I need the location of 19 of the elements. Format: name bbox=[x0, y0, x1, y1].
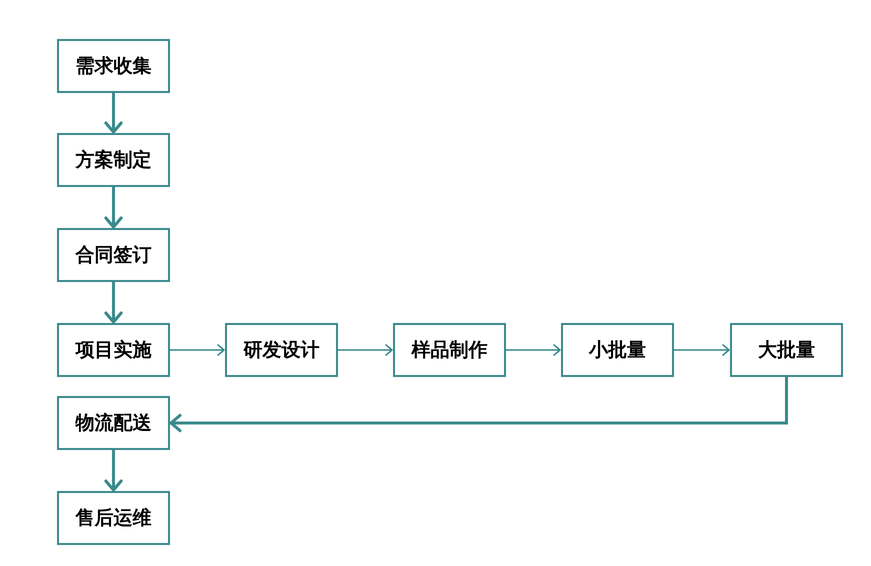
process-box: 售后运维 bbox=[57, 491, 170, 545]
arrow bbox=[104, 282, 123, 324]
process-box: 小批量 bbox=[561, 323, 674, 377]
process-box: 合同签订 bbox=[57, 228, 170, 282]
process-box: 方案制定 bbox=[57, 133, 170, 187]
process-box: 物流配送 bbox=[57, 396, 170, 450]
process-box: 需求收集 bbox=[57, 39, 170, 93]
process-box: 样品制作 bbox=[393, 323, 506, 377]
arrow bbox=[506, 344, 561, 356]
arrow bbox=[674, 344, 730, 356]
process-box: 大批量 bbox=[730, 323, 843, 377]
arrow bbox=[170, 377, 788, 432]
process-box: 项目实施 bbox=[57, 323, 170, 377]
arrow bbox=[170, 344, 225, 356]
arrow bbox=[104, 93, 123, 134]
arrow bbox=[104, 450, 123, 492]
arrow bbox=[338, 344, 393, 356]
process-box: 研发设计 bbox=[225, 323, 338, 377]
arrow bbox=[104, 187, 123, 228]
